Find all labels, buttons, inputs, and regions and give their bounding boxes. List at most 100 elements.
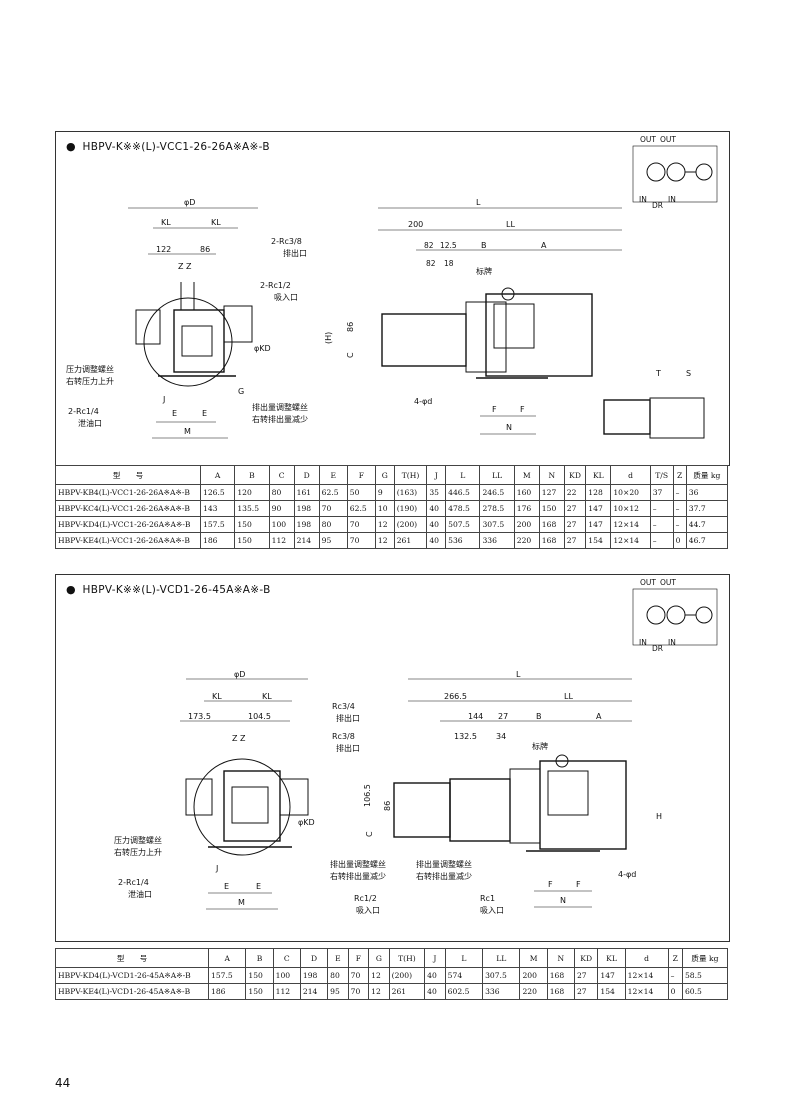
value-cell: 10 xyxy=(374,500,395,517)
value-cell: 10×12 xyxy=(610,500,651,517)
value-cell: 90 xyxy=(268,500,295,517)
value-cell: 214 xyxy=(299,983,329,1000)
value-cell: 157.5 xyxy=(199,516,236,533)
dim-C: C xyxy=(346,352,355,358)
dim-104-5: 104.5 xyxy=(248,712,271,721)
symbol-in-label: IN xyxy=(668,638,676,647)
value-cell: 58.5 xyxy=(681,967,729,984)
dim-E: E xyxy=(256,882,261,891)
value-cell: 168 xyxy=(538,516,565,533)
value-cell: 40 xyxy=(426,516,447,533)
value-cell: 112 xyxy=(272,983,301,1000)
value-cell: 214 xyxy=(293,532,320,549)
value-cell: – xyxy=(649,500,674,517)
col-header: KD xyxy=(563,465,587,485)
model-cell: HBPV-KB4(L)-VCC1-26-26A※A※-B xyxy=(55,484,201,501)
value-cell: 157.5 xyxy=(207,967,247,984)
value-cell: – xyxy=(649,516,674,533)
value-cell: (200) xyxy=(393,516,428,533)
label-flow-screw: 排出量调整螺丝 xyxy=(330,859,386,869)
dim-F: F xyxy=(548,880,553,889)
label-inlet: 吸入口 xyxy=(274,293,298,302)
value-cell: 40 xyxy=(426,532,447,549)
dim-E: E xyxy=(224,882,229,891)
label-drain: 泄油口 xyxy=(78,418,102,428)
label-pressure-screw: 压力调整螺丝 xyxy=(66,364,114,374)
dim-S: S xyxy=(686,369,691,378)
dim-ZZ: Z Z xyxy=(178,262,192,271)
dim-86: 86 xyxy=(346,322,355,332)
label-inlet: 吸入口 xyxy=(356,906,380,915)
value-cell: 198 xyxy=(293,500,320,517)
value-cell: 37 xyxy=(649,484,674,501)
bullet-icon: ● xyxy=(66,583,76,596)
label-nameplate: 标牌 xyxy=(476,266,492,276)
model-cell: HBPV-KD4(L)-VCC1-26-26A※A※-B xyxy=(55,516,201,533)
dim-H: H xyxy=(656,812,662,821)
value-cell: 336 xyxy=(482,983,521,1000)
value-cell: 10×20 xyxy=(610,484,651,501)
dim-122: 122 xyxy=(156,245,171,254)
value-cell: 12 xyxy=(368,983,390,1000)
value-cell: 220 xyxy=(519,983,548,1000)
section-title-text: HBPV-K※※(L)-VCD1-26-45A※A※-B xyxy=(82,584,271,596)
value-cell: 12×14 xyxy=(610,532,651,549)
value-cell: 147 xyxy=(597,967,626,984)
section-title-text: HBPV-K※※(L)-VCC1-26-26A※A※-B xyxy=(82,141,270,153)
dim-phiD: φD xyxy=(184,198,195,207)
value-cell: 200 xyxy=(513,516,540,533)
value-cell: 46.7 xyxy=(685,532,729,549)
col-header: 型 号 xyxy=(55,465,201,485)
value-cell: 27 xyxy=(563,516,587,533)
value-cell: 100 xyxy=(272,967,301,984)
col-header: C xyxy=(268,465,295,485)
symbol-in-label: IN xyxy=(639,638,647,647)
front-view: φD KL KL 173.5 104.5 Z Z φKD 压力调整螺丝 右转压力… xyxy=(114,670,315,910)
dim-J: J xyxy=(162,395,165,404)
col-header: M xyxy=(513,465,540,485)
col-header: KL xyxy=(585,465,612,485)
value-cell: 161 xyxy=(293,484,320,501)
label-outlet: 排出口 xyxy=(336,713,360,723)
col-header: B xyxy=(245,948,274,968)
value-cell: 27 xyxy=(563,500,587,517)
value-cell: 70 xyxy=(347,967,370,984)
value-cell: 261 xyxy=(393,532,428,549)
value-cell: 70 xyxy=(346,532,376,549)
value-cell: (200) xyxy=(388,967,426,984)
col-header: D xyxy=(293,465,320,485)
label-rc38: Rc3/8 xyxy=(332,732,355,741)
value-cell: 35 xyxy=(426,484,447,501)
value-cell: 150 xyxy=(234,532,270,549)
section-vcc1: ● HBPV-K※※(L)-VCC1-26-26A※A※-B OUT OUT I… xyxy=(55,131,730,466)
symbol-dr-label: DR xyxy=(652,644,663,653)
label-flow-down: 右转排出量减少 xyxy=(330,871,386,881)
label-flow-down: 右转排出量减少 xyxy=(252,414,308,424)
label-outlet: 排出口 xyxy=(283,248,307,258)
small-view: T S xyxy=(603,369,705,439)
label-flow-screw: 排出量调整螺丝 xyxy=(416,859,472,869)
dim-N: N xyxy=(560,896,566,905)
symbol-in-label: IN xyxy=(639,195,647,204)
bullet-icon: ● xyxy=(66,140,76,153)
value-cell: 62.5 xyxy=(318,484,348,501)
value-cell: 40 xyxy=(424,983,446,1000)
label-nameplate: 标牌 xyxy=(532,741,548,751)
value-cell: 220 xyxy=(513,532,540,549)
section-title: ● HBPV-K※※(L)-VCD1-26-45A※A※-B xyxy=(66,583,271,596)
dim-E: E xyxy=(202,409,207,418)
value-cell: – xyxy=(672,516,687,533)
section-title: ● HBPV-K※※(L)-VCC1-26-26A※A※-B xyxy=(66,140,270,153)
label-pressure-up: 右转压力上升 xyxy=(66,376,114,386)
value-cell: 100 xyxy=(268,516,295,533)
dim-144: 144 xyxy=(468,712,483,721)
dim-E: E xyxy=(172,409,177,418)
label-pressure-screw: 压力调整螺丝 xyxy=(114,835,162,845)
dim-KL: KL xyxy=(262,692,272,701)
col-header: d xyxy=(610,465,651,485)
value-cell: 128 xyxy=(585,484,612,501)
value-cell: (163) xyxy=(393,484,428,501)
value-cell: 27 xyxy=(563,532,587,549)
dim-KL: KL xyxy=(212,692,222,701)
